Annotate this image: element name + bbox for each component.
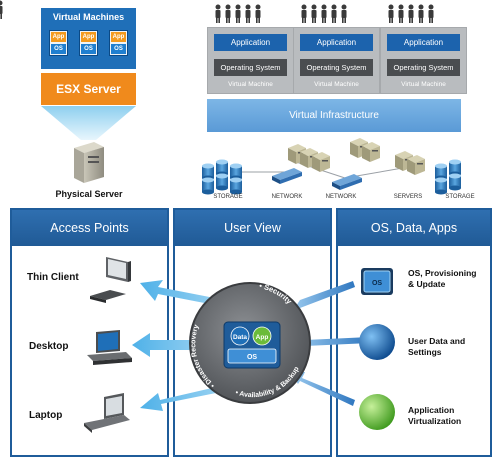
- arrow-from-app-virtualization: [290, 372, 355, 406]
- vm-os-bar: Operating System: [300, 59, 373, 76]
- virtual-infrastructure-bar: Virtual Infrastructure: [207, 99, 461, 132]
- arrow-to-desktop: [132, 333, 210, 357]
- storage-label-right: STORAGE: [445, 194, 475, 200]
- vm-os-bar: Operating System: [214, 59, 287, 76]
- arrow-from-os: [290, 281, 355, 316]
- desktop-label: Desktop: [29, 341, 69, 352]
- vm-caption: Virtual Machine: [228, 81, 273, 88]
- laptop-label: Laptop: [29, 410, 63, 421]
- physical-server-icon: [74, 142, 104, 183]
- data-badge-text: Data: [233, 334, 247, 341]
- physical-server-label: Physical Server: [55, 189, 123, 199]
- app-virtualization-sphere-icon: [359, 394, 395, 430]
- access-points-panel: Access Points: [10, 208, 169, 457]
- data-badge: [230, 326, 250, 346]
- os-provisioning-label: OS, Provisioning & Update: [408, 268, 477, 289]
- esx-server-box: ESX Server: [41, 73, 136, 105]
- os-data-apps-header: OS, Data, Apps: [338, 210, 490, 246]
- virtual-machines-title: Virtual Machines: [52, 12, 125, 22]
- thin-client-icon: [90, 257, 131, 303]
- vm-box-3: Application Operating System Virtual Mac…: [380, 27, 467, 94]
- vm-application-bar: Application: [387, 34, 460, 51]
- vm-application-bar: Application: [300, 34, 373, 51]
- network-label-2: NETWORK: [325, 194, 357, 200]
- desktop-icon: [87, 330, 132, 365]
- connection-beam: [41, 106, 136, 140]
- user-data-sphere-icon: [359, 324, 395, 360]
- os-chip-text: OS: [372, 280, 382, 287]
- app-virtualization-label: Application Virtualization: [408, 405, 462, 426]
- thin-client-label: Thin Client: [27, 272, 79, 283]
- vm-caption: Virtual Machine: [401, 81, 446, 88]
- os-badge-text: OS: [247, 354, 257, 361]
- vm-application-bar: Application: [214, 34, 287, 51]
- user-view-header: User View: [175, 210, 330, 246]
- app-badge: [252, 326, 272, 346]
- vm-os-bar: Operating System: [387, 59, 460, 76]
- access-points-header: Access Points: [12, 210, 167, 246]
- servers-label: SERVERS: [393, 194, 423, 200]
- os-badge: [227, 348, 277, 364]
- vm-box-1: Application Operating System Virtual Mac…: [207, 27, 294, 94]
- laptop-icon: [84, 393, 130, 433]
- arrow-to-thin-client: [140, 280, 225, 307]
- arrow-from-user-data: [290, 334, 370, 352]
- vm-caption: Virtual Machine: [314, 81, 359, 88]
- arrow-to-laptop: [140, 385, 226, 411]
- app-badge-text: App: [256, 334, 269, 341]
- network-label-1: NETWORK: [271, 194, 303, 200]
- vm-box-2: Application Operating System Virtual Mac…: [293, 27, 380, 94]
- storage-label-left: STORAGE: [213, 194, 243, 200]
- user-data-label: User Data and Settings: [408, 336, 466, 357]
